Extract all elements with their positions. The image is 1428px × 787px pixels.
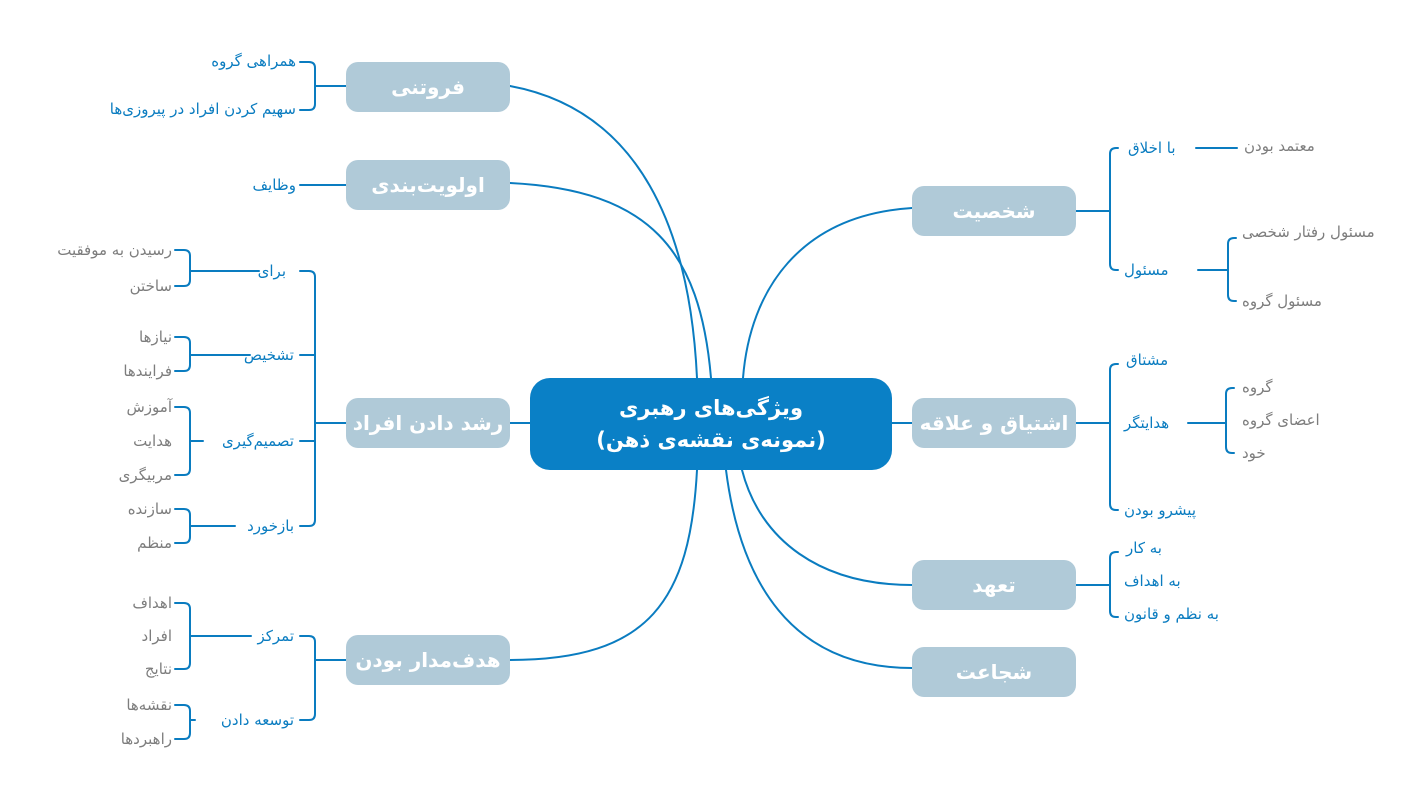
topic-eshtiagh[interactable]: اشتیاق و علاقه: [912, 398, 1076, 448]
tamarkoz-item-2: افراد: [141, 627, 172, 645]
bracket-tashkhis: [174, 336, 251, 372]
connector-center-olaviat: [509, 182, 712, 379]
bracket-hedayatgar: [1187, 387, 1235, 454]
eshtiagh-pishro: پیشرو بودن: [1124, 501, 1196, 519]
bracket-tamarkoz: [174, 602, 252, 670]
forotani-item-1: همراهی گروه: [211, 52, 296, 70]
hedayatgar-item-1: گروه: [1242, 378, 1273, 396]
bracket-taahod: [1075, 551, 1119, 618]
bracket-roshd: [299, 270, 347, 527]
bazkhord-item-1: سازنده: [127, 500, 172, 518]
topic-hadaf[interactable]: هدف‌مدار بودن: [346, 635, 510, 685]
masool-item-1: مسئول رفتار شخصی: [1242, 223, 1375, 241]
bracket-shakhsiat: [1075, 147, 1119, 271]
tosee-item-2: راهبردها: [120, 730, 172, 748]
roshd-tashkhis: تشخیص: [243, 346, 294, 364]
central-title-line1: ویژگی‌های رهبری: [619, 396, 803, 420]
roshd-bazkhord: بازخورد: [247, 517, 294, 535]
tashkhis-item-1: نیازها: [139, 328, 172, 346]
tamarkoz-item-3: نتایج: [144, 660, 172, 678]
shakhsiat-akhlagh: با اخلاق: [1128, 139, 1176, 157]
bazkhord-item-2: منظم: [137, 534, 172, 552]
connector-center-forotani: [509, 85, 698, 379]
roshd-tasmim: تصمیم‌گیری: [221, 432, 294, 450]
tasmim-item-2: هدایت: [133, 432, 172, 450]
tashkhis-item-2: فرایندها: [123, 362, 172, 380]
topic-shojaat[interactable]: شجاعت: [912, 647, 1076, 697]
topic-taahod[interactable]: تعهد: [912, 560, 1076, 610]
topic-olaviat[interactable]: اولویت‌بندی: [346, 160, 510, 210]
akhlagh-item-1: معتمد بودن: [1244, 137, 1315, 155]
taahod-item-2: به اهداف: [1124, 572, 1181, 590]
central-topic[interactable]: ویژگی‌های رهبری (نمونه‌ی نقشه‌ی ذهن): [530, 378, 892, 470]
forotani-item-2: سهیم کردن افراد در پیروزی‌ها: [109, 100, 296, 118]
hedayatgar-item-3: خود: [1242, 444, 1266, 462]
topic-forotani[interactable]: فروتنی: [346, 62, 510, 112]
topic-shakhsiat[interactable]: شخصیت: [912, 186, 1076, 236]
tosee-item-1: نقشه‌ها: [126, 696, 172, 714]
taahod-item-1: به کار: [1126, 539, 1162, 557]
tasmim-item-3: مربیگری: [118, 466, 172, 484]
baraye-item-2: ساختن: [129, 277, 172, 295]
topic-roshd[interactable]: رشد دادن افراد: [346, 398, 510, 448]
hedayatgar-item-2: اعضای گروه: [1242, 411, 1320, 429]
bracket-tasmim: [174, 406, 204, 476]
connector-center-shojaat: [725, 469, 913, 669]
bracket-masool: [1197, 237, 1237, 302]
eshtiagh-hedayatgar: هدایتگر: [1124, 414, 1170, 432]
tasmim-item-1: آموزش: [126, 398, 172, 416]
roshd-baraye: برای: [257, 262, 286, 280]
hadaf-tamarkoz: تمرکز: [257, 627, 294, 645]
bracket-hadaf: [299, 635, 347, 721]
central-title-line2: (نمونه‌ی نقشه‌ی ذهن): [596, 428, 826, 452]
shakhsiat-masool: مسئول: [1124, 261, 1169, 279]
bracket-eshtiagh: [1075, 363, 1119, 511]
olaviat-item-1: وظایف: [252, 176, 296, 194]
connector-center-shakhsiat: [742, 207, 913, 379]
connector-center-hadaf: [509, 469, 698, 661]
taahod-item-3: به نظم و قانون: [1124, 605, 1219, 623]
hadaf-tosee: توسعه دادن: [220, 711, 294, 729]
bracket-tosee: [174, 704, 196, 740]
tamarkoz-item-1: اهداف: [132, 594, 172, 612]
bracket-baraye: [174, 249, 260, 287]
bracket-bazkhord: [174, 508, 236, 544]
masool-item-2: مسئول گروه: [1242, 292, 1322, 310]
baraye-item-1: رسیدن به موفقیت: [57, 241, 172, 259]
eshtiagh-moshtagh: مشتاق: [1126, 351, 1169, 369]
connector-center-taahod: [741, 469, 913, 586]
